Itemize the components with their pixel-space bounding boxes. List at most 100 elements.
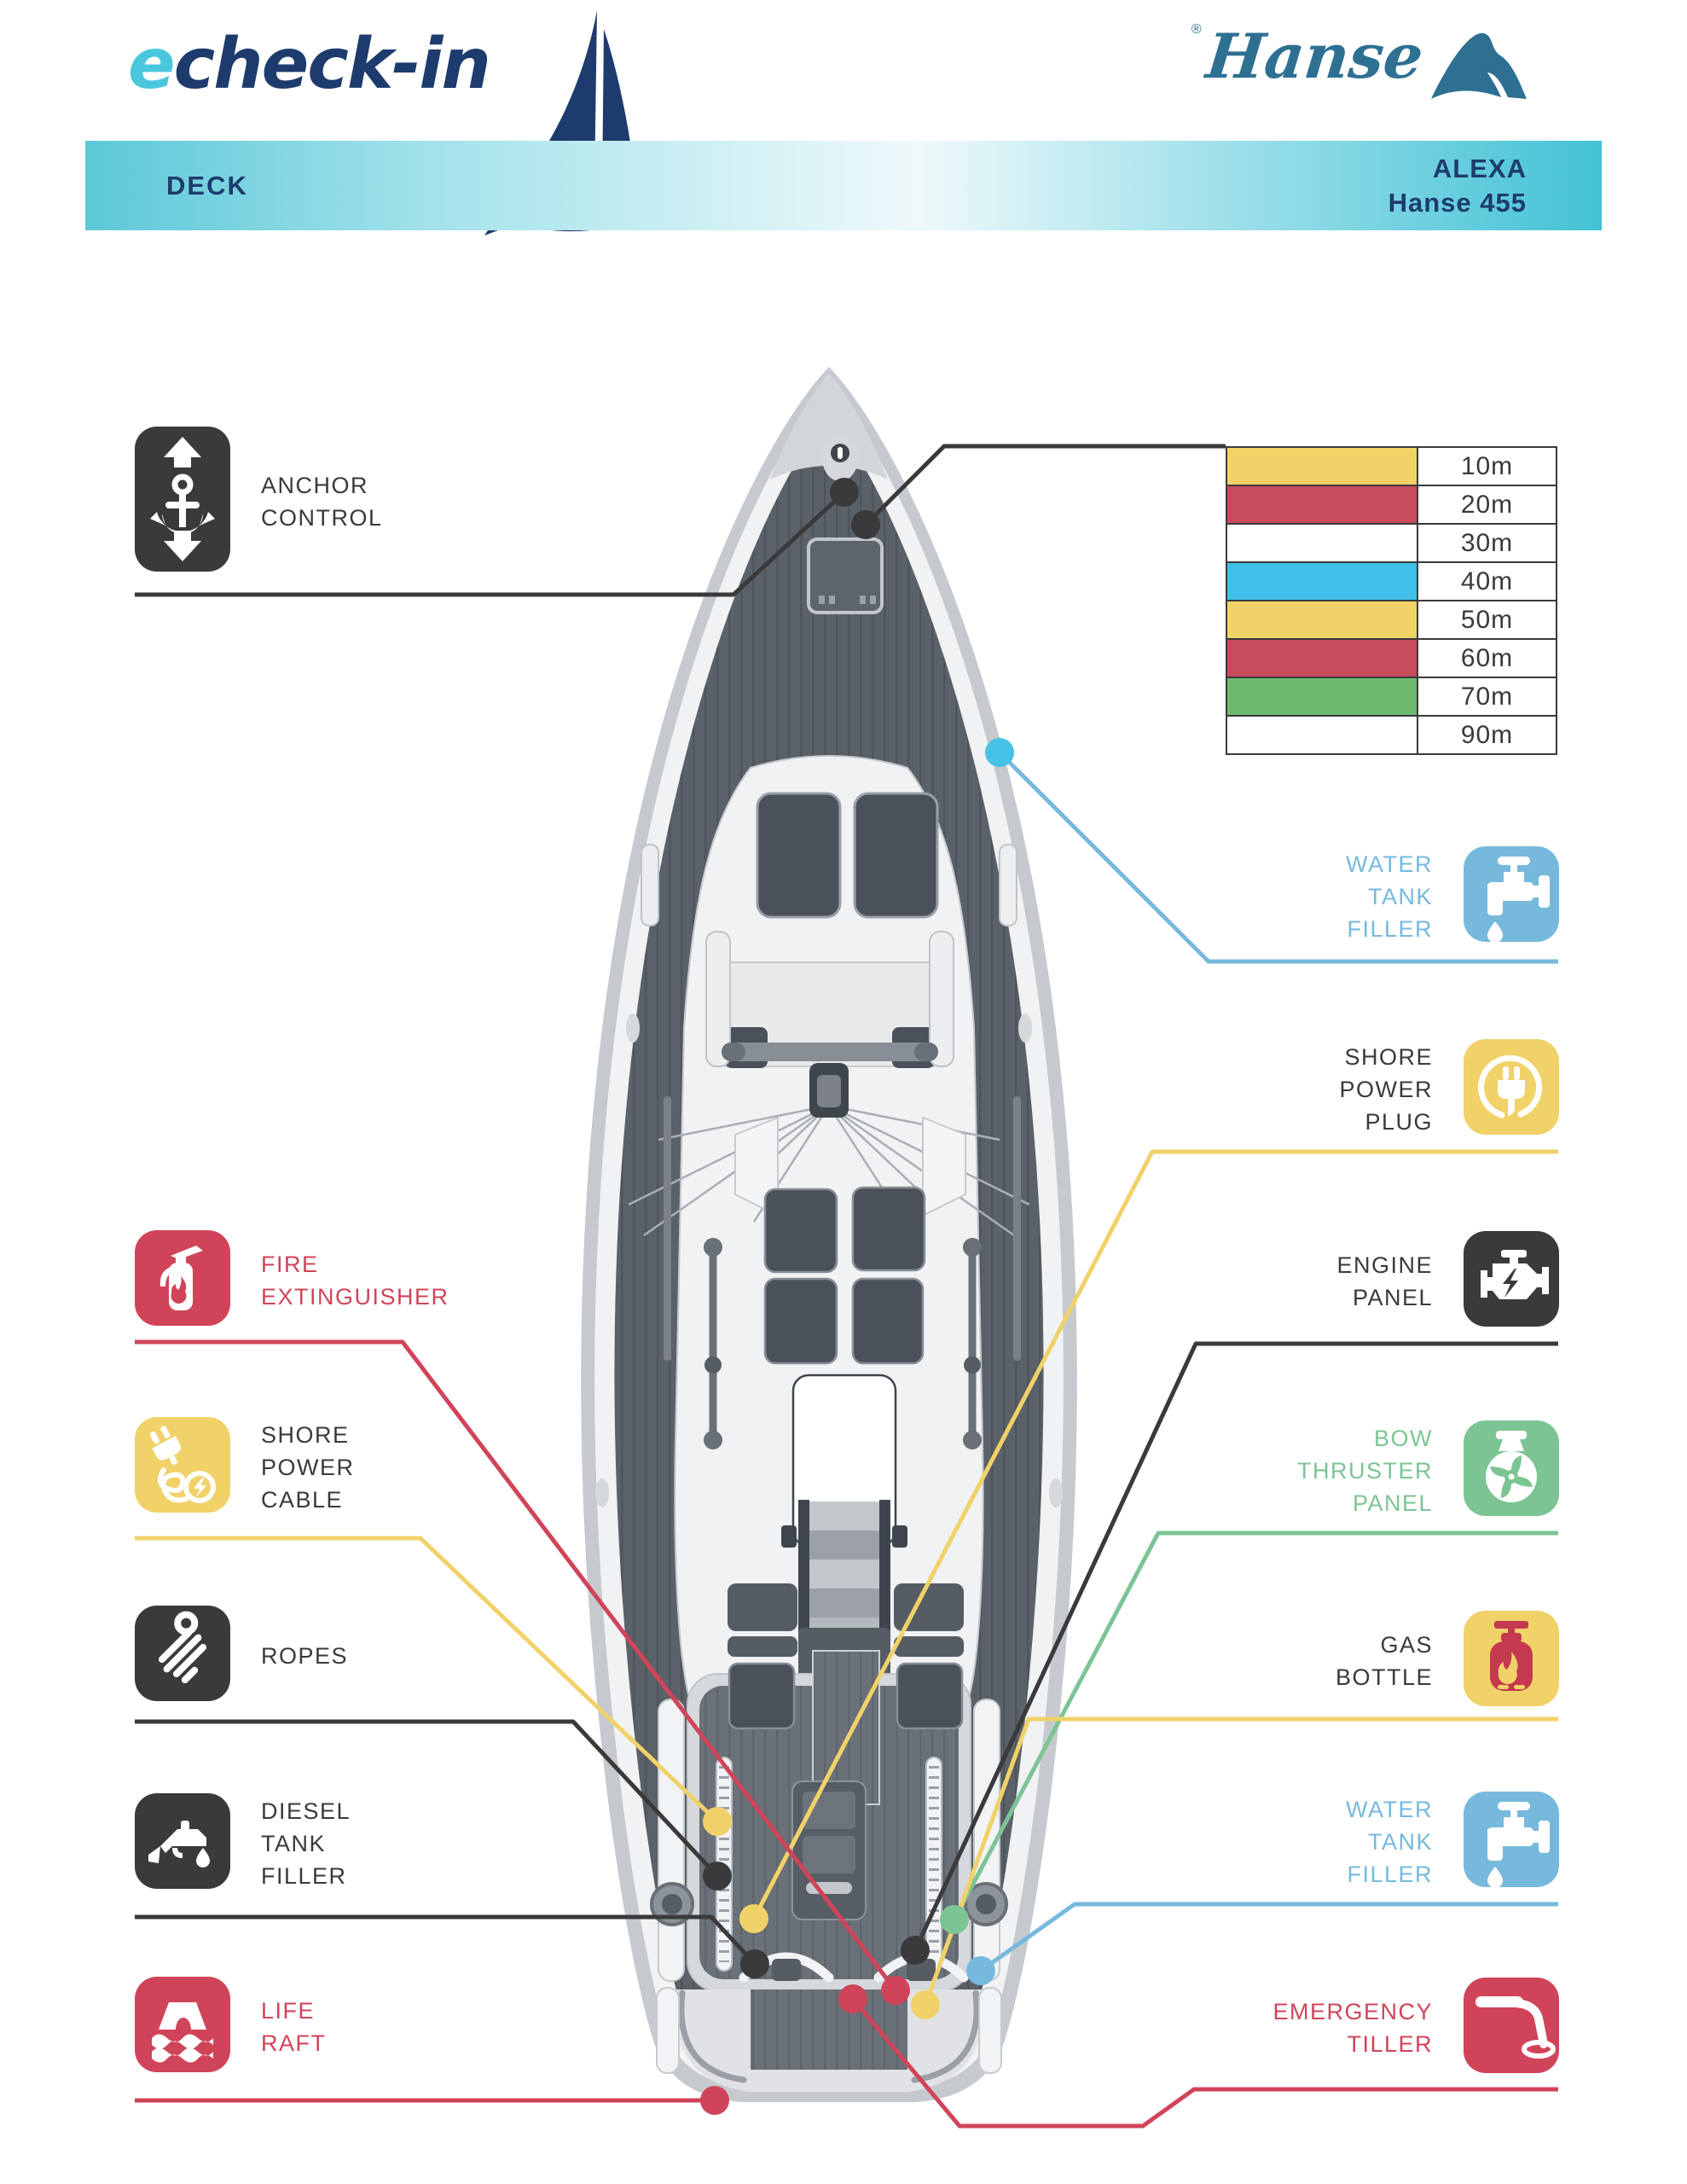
mid-hatch-1	[763, 1188, 838, 1274]
connector-bow-thruster	[952, 1531, 1558, 1921]
chain-length-label: 20m	[1417, 485, 1557, 525]
water-tank-filler-aft-label: WATER TANK FILLER	[1346, 1796, 1433, 1887]
chain-table-row: 10m	[1226, 446, 1557, 486]
life-raft-icon	[135, 1977, 230, 2077]
deck-cleats	[595, 1014, 1063, 1507]
instrument-pod-port	[728, 1583, 797, 1631]
shore-power-cable-label: SHORE POWER CABLE	[261, 1421, 355, 1513]
hanse-wave-icon	[1431, 32, 1527, 99]
chain-color-swatch	[1226, 638, 1418, 678]
bow-tip	[770, 374, 888, 479]
chain-length-label: 70m	[1417, 677, 1557, 717]
water-tank-filler-fwd-label: WATER TANK FILLER	[1346, 851, 1433, 942]
gas-bottle-flame-icon	[1464, 1611, 1559, 1711]
connector-anchor-control	[135, 491, 846, 597]
callout-ropes: ROPES	[135, 1606, 348, 1705]
mid-hatch-3	[763, 1277, 838, 1365]
chain-table-row: 60m	[1226, 638, 1557, 678]
mid-hatch-2	[851, 1186, 926, 1272]
callout-gas-bottle: GAS BOTTLE	[1336, 1611, 1559, 1711]
fire-extinguisher-label: FIRE EXTINGUISHER	[261, 1251, 449, 1310]
callout-anchor-control: ANCHOR CONTROL	[135, 427, 383, 576]
chain-table-row: 20m	[1226, 485, 1557, 525]
locker-hatch-port	[728, 1662, 796, 1730]
genoa-track-stbd	[1013, 1096, 1021, 1361]
boat-illustration	[581, 367, 1077, 2102]
chain-color-swatch	[1226, 677, 1418, 717]
water-tap-icon	[1464, 1792, 1559, 1891]
life-raft-label: LIFE RAFT	[261, 1997, 327, 2056]
fire-extinguisher-icon	[135, 1230, 230, 1330]
registered-mark: ®	[1191, 22, 1202, 37]
plug-with-cable-icon	[135, 1417, 230, 1517]
dot-diesel	[740, 1949, 769, 1978]
jib-track-stbd	[963, 1238, 982, 1449]
chain-color-swatch	[1226, 485, 1418, 525]
connector-ropes	[135, 1719, 719, 1878]
gas-bottle-label: GAS BOTTLE	[1335, 1631, 1433, 1690]
windlass-hatch	[807, 537, 884, 614]
plug-in-circle-icon	[1464, 1039, 1559, 1139]
chain-table-row: 40m	[1226, 561, 1557, 601]
coiled-rope-icon	[135, 1606, 230, 1705]
anchor-control-label: ANCHOR CONTROL	[261, 472, 383, 531]
genoa-track-port	[664, 1096, 671, 1361]
chain-color-swatch	[1226, 600, 1418, 640]
page-title: DECK	[166, 170, 248, 200]
callout-emergency-tiller: EMERGENCY TILLER	[1272, 1978, 1559, 2077]
callout-water-tank-filler-aft: WATER TANK FILLER	[1346, 1792, 1559, 1891]
chain-length-label: 90m	[1417, 715, 1557, 755]
dot-water-fwd	[985, 738, 1014, 767]
shore-power-plug-label: SHORE POWER PLUG	[1339, 1043, 1433, 1135]
helm-seat-stbd	[978, 1987, 1002, 2074]
chain-table-row: 50m	[1226, 600, 1557, 640]
dot-emergency-tiller	[838, 1984, 867, 2013]
helm-seat-port	[656, 1987, 680, 2074]
water-tap-icon	[1464, 846, 1559, 946]
chain-length-label: 30m	[1417, 523, 1557, 563]
connector-chain-table	[864, 444, 1226, 526]
locker-hatch-stbd	[896, 1662, 964, 1730]
anchor-control-icon	[135, 427, 230, 576]
echeckin-logo-e: e	[128, 24, 176, 105]
companionway-hatch-steps	[809, 1502, 879, 1647]
chain-color-swatch	[1226, 561, 1418, 601]
side-locker-stbd	[999, 844, 1017, 926]
callout-life-raft: LIFE RAFT	[135, 1977, 327, 2077]
boat-identity: ALEXA Hanse 455	[1388, 152, 1527, 220]
fore-hatch-port	[756, 792, 842, 919]
location-dots	[700, 478, 1014, 2115]
mid-hatch-4	[851, 1277, 925, 1365]
stern-rail-port	[678, 1989, 747, 2083]
seat-strip-port	[658, 1699, 685, 1982]
chain-length-label: 50m	[1417, 600, 1557, 640]
dot-chain-table	[851, 510, 880, 539]
side-locker-port	[641, 844, 659, 926]
tiller-icon	[1464, 1978, 1559, 2077]
dot-anchor-control	[830, 478, 859, 507]
chain-color-swatch	[1226, 523, 1418, 563]
dot-fire-extinguisher	[881, 1976, 910, 2005]
dot-water-aft	[966, 1956, 995, 1985]
engine-panel-label: ENGINE PANEL	[1336, 1252, 1433, 1310]
callout-engine-panel: ENGINE PANEL	[1336, 1231, 1559, 1331]
fore-hatch-stbd	[853, 792, 939, 919]
chain-table-row: 30m	[1226, 523, 1557, 563]
connector-diesel	[135, 1914, 757, 1966]
dot-engine-panel	[901, 1936, 930, 1965]
callout-fire-extinguisher: FIRE EXTINGUISHER	[135, 1230, 449, 1330]
echeckin-logo-rest: check-in	[173, 24, 491, 105]
title-bar: DECK ALEXA Hanse 455	[85, 141, 1602, 230]
dot-ropes	[703, 1862, 732, 1891]
callout-shore-power-cable: SHORE POWER CABLE	[135, 1417, 355, 1517]
emergency-tiller-label: EMERGENCY TILLER	[1272, 1998, 1433, 2057]
connector-emergency-tiller	[851, 1997, 1558, 2129]
boat-model: Hanse 455	[1388, 187, 1527, 218]
dot-life-raft	[700, 2086, 729, 2115]
chain-length-label: 60m	[1417, 638, 1557, 678]
chain-table-row: 90m	[1226, 715, 1557, 755]
dot-gas-bottle	[911, 1990, 940, 2019]
